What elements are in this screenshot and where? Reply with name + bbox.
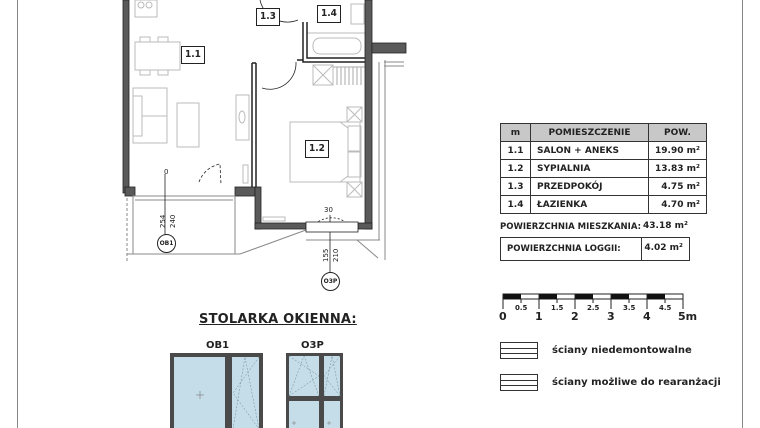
load-bearing-wall-swatch bbox=[500, 342, 538, 359]
scale-label-3-5: 3.5 bbox=[623, 304, 636, 312]
table-row: 1.4 ŁAZIENKA 4.70 m² bbox=[500, 195, 707, 214]
window-tag-ob1: OB1 bbox=[157, 234, 176, 253]
room-area: 13.83 m² bbox=[648, 159, 707, 178]
loggia-area-box: POWIERZCHNIA LOGGII: 4.02 m² bbox=[500, 237, 690, 261]
dim-ob1-height: 240 bbox=[169, 214, 177, 228]
scale-label-2: 2 bbox=[571, 310, 579, 323]
page-border-right bbox=[742, 0, 743, 428]
scale-label-0: 0 bbox=[499, 310, 507, 323]
dim-o3p-width: 155 bbox=[322, 248, 330, 262]
window-ob1-elevation bbox=[170, 353, 263, 428]
page-border-left bbox=[17, 0, 18, 428]
room-area: 19.90 m² bbox=[648, 141, 707, 160]
window-o3p-elevation bbox=[286, 353, 343, 428]
room-area: 4.70 m² bbox=[648, 195, 707, 214]
scale-label-1: 1 bbox=[535, 310, 543, 323]
room-label-1-3: 1.3 bbox=[256, 8, 280, 26]
dim-ob1-width: 254 bbox=[159, 214, 167, 228]
legend-label: ściany niedemontowalne bbox=[552, 345, 692, 356]
col-header-room: POMIESZCZENIE bbox=[530, 123, 649, 142]
room-number: 1.4 bbox=[500, 195, 531, 214]
scale-label-4-5: 4.5 bbox=[659, 304, 672, 312]
loggia-area-label: POWIERZCHNIA LOGGII: bbox=[507, 244, 621, 254]
dim-ob1-sill: 0 bbox=[164, 168, 169, 176]
dim-o3p-height: 210 bbox=[332, 248, 340, 262]
scale-bar bbox=[502, 293, 684, 309]
room-number: 1.1 bbox=[500, 141, 531, 160]
room-number: 1.2 bbox=[500, 159, 531, 178]
scale-label-2-5: 2.5 bbox=[587, 304, 600, 312]
col-header-number: m bbox=[500, 123, 531, 142]
table-row: 1.3 PRZEDPOKÓJ 4.75 m² bbox=[500, 177, 707, 196]
legend-item-load-bearing: ściany niedemontowalne bbox=[500, 342, 692, 359]
total-area-value: 43.18 m² bbox=[643, 221, 688, 231]
room-label-1-1: 1.1 bbox=[181, 46, 205, 64]
floor-plan bbox=[122, 0, 407, 272]
room-name: SALON + ANEKS bbox=[530, 141, 649, 160]
room-number: 1.3 bbox=[500, 177, 531, 196]
total-area-label: POWIERZCHNIA MIESZKANIA: bbox=[500, 222, 641, 232]
col-header-area: POW. bbox=[648, 123, 707, 142]
scale-label-5m: 5m bbox=[678, 310, 698, 323]
scale-label-4: 4 bbox=[643, 310, 651, 323]
legend-item-rearrangeable: ściany możliwe do rearanżacji bbox=[500, 374, 721, 391]
room-area-table: m POMIESZCZENIE POW. 1.1 SALON + ANEKS 1… bbox=[500, 123, 707, 214]
table-header-row: m POMIESZCZENIE POW. bbox=[500, 123, 707, 142]
windows-section-title: STOLARKA OKIENNA: bbox=[199, 312, 357, 327]
room-name: PRZEDPOKÓJ bbox=[530, 177, 649, 196]
scale-label-1-5: 1.5 bbox=[551, 304, 564, 312]
table-row: 1.2 SYPIALNIA 13.83 m² bbox=[500, 159, 707, 178]
scale-label-0-5: 0.5 bbox=[515, 304, 528, 312]
window-label-o3p: O3P bbox=[301, 340, 324, 351]
room-name: ŁAZIENKA bbox=[530, 195, 649, 214]
room-area: 4.75 m² bbox=[648, 177, 707, 196]
loggia-area-value: 4.02 m² bbox=[644, 243, 683, 253]
dim-o3p-sill: 30 bbox=[324, 206, 333, 214]
room-name: SYPIALNIA bbox=[530, 159, 649, 178]
legend-label: ściany możliwe do rearanżacji bbox=[552, 377, 721, 388]
rearrangeable-wall-swatch bbox=[500, 374, 538, 391]
room-label-1-4: 1.4 bbox=[317, 5, 341, 23]
window-tag-o3p: O3P bbox=[321, 272, 340, 291]
room-label-1-2: 1.2 bbox=[305, 140, 329, 158]
scale-label-3: 3 bbox=[607, 310, 615, 323]
window-label-ob1: OB1 bbox=[206, 340, 230, 351]
table-row: 1.1 SALON + ANEKS 19.90 m² bbox=[500, 141, 707, 160]
